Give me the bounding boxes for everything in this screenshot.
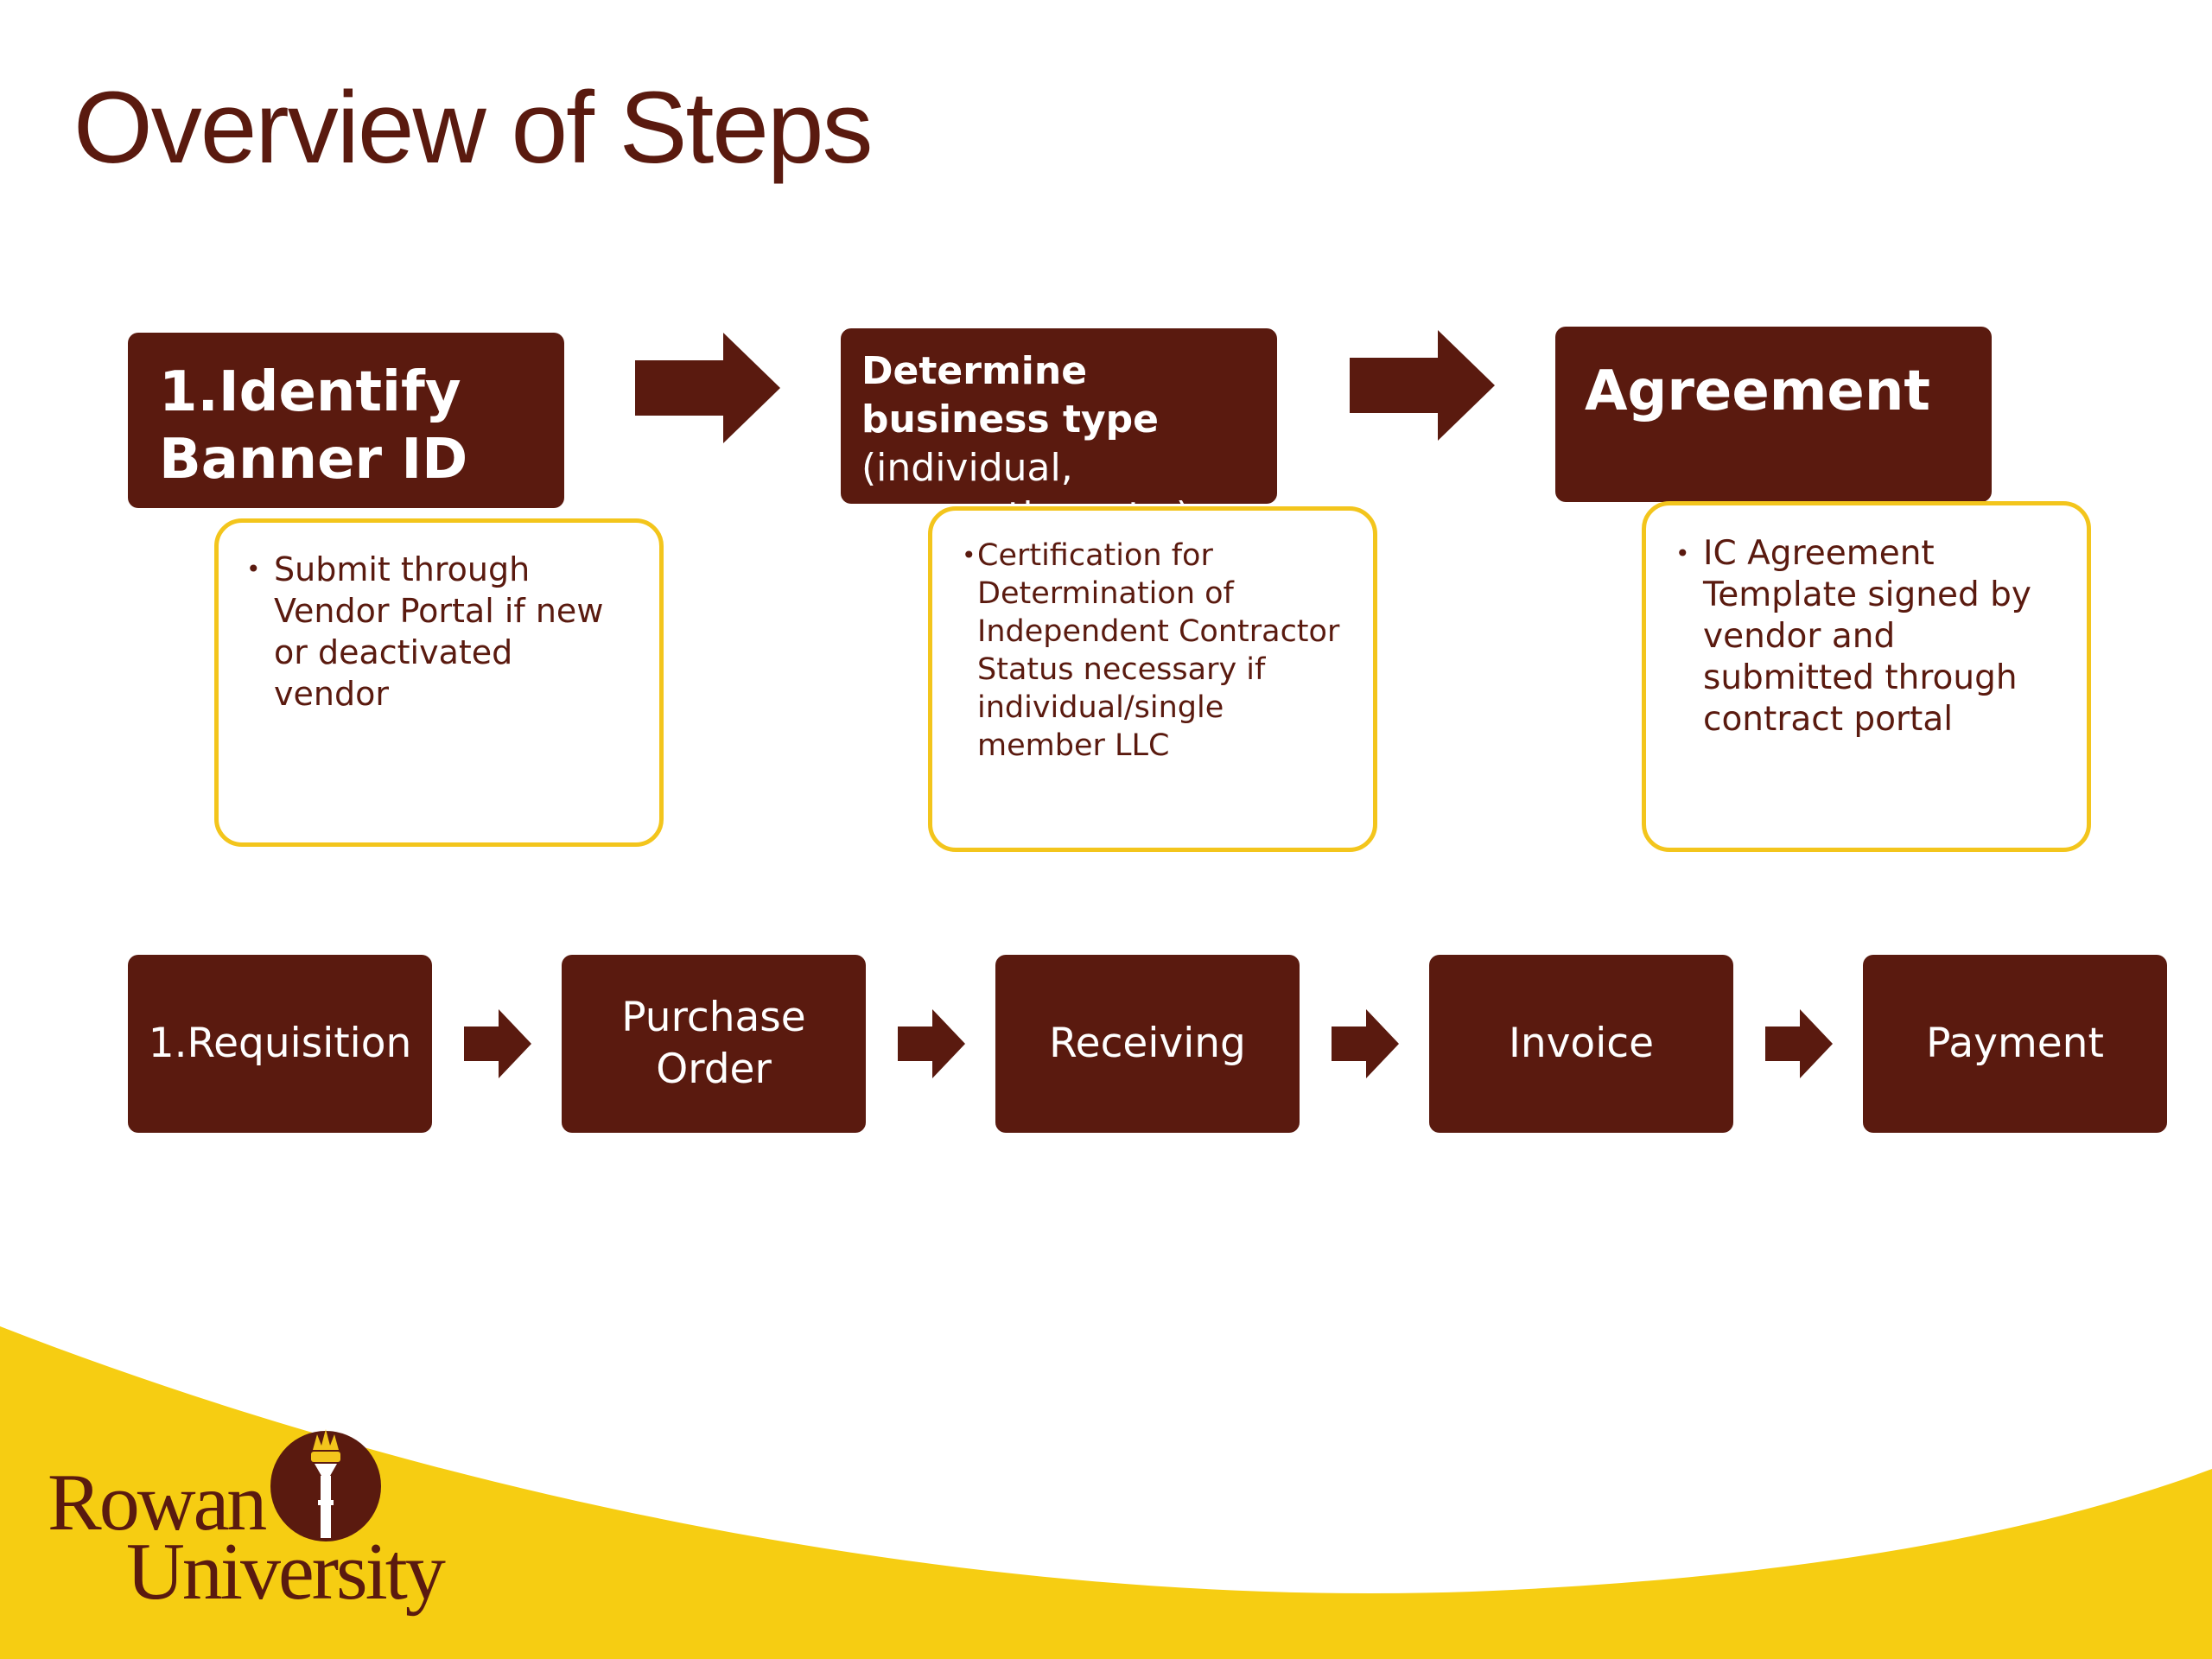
detail-box-identify: Submit through Vendor Portal if new or d… [214, 518, 664, 847]
step-identify-banner-id: 1.Identify Banner ID [128, 333, 564, 508]
logo-rowan: Rowan [48, 1458, 267, 1548]
detail-identify-text: Submit through Vendor Portal if new or d… [246, 549, 633, 715]
arrow-right-icon [464, 1009, 531, 1078]
step-invoice: Invoice [1429, 955, 1733, 1133]
arrow-right-icon [1350, 330, 1495, 441]
detail-box-business-type: Certification for Determination of Indep… [928, 506, 1377, 852]
step-requisition: 1.Requisition [128, 955, 432, 1133]
step-purchase-order: Purchase Order [562, 955, 866, 1133]
torch-icon [270, 1429, 381, 1541]
logo-university: University [126, 1527, 446, 1617]
arrow-right-icon [1765, 1009, 1833, 1078]
arrow-right-icon [635, 333, 780, 443]
step-receiving: Receiving [995, 955, 1300, 1133]
step-determine-business-type-bold: Determine business type [861, 349, 1160, 442]
detail-box-agreement: IC Agreement Template signed by vendor a… [1642, 501, 2091, 852]
step-payment: Payment [1863, 955, 2167, 1133]
arrow-right-icon [1332, 1009, 1399, 1078]
detail-agreement-text: IC Agreement Template signed by vendor a… [1675, 533, 2061, 741]
page-title: Overview of Steps [73, 71, 873, 185]
step-agreement: Agreement [1555, 327, 1992, 502]
detail-business-type-text: Certification for Determination of Indep… [962, 537, 1352, 765]
arrow-right-icon [898, 1009, 965, 1078]
step-determine-business-type: Determine business type (individual, cor… [841, 328, 1277, 538]
